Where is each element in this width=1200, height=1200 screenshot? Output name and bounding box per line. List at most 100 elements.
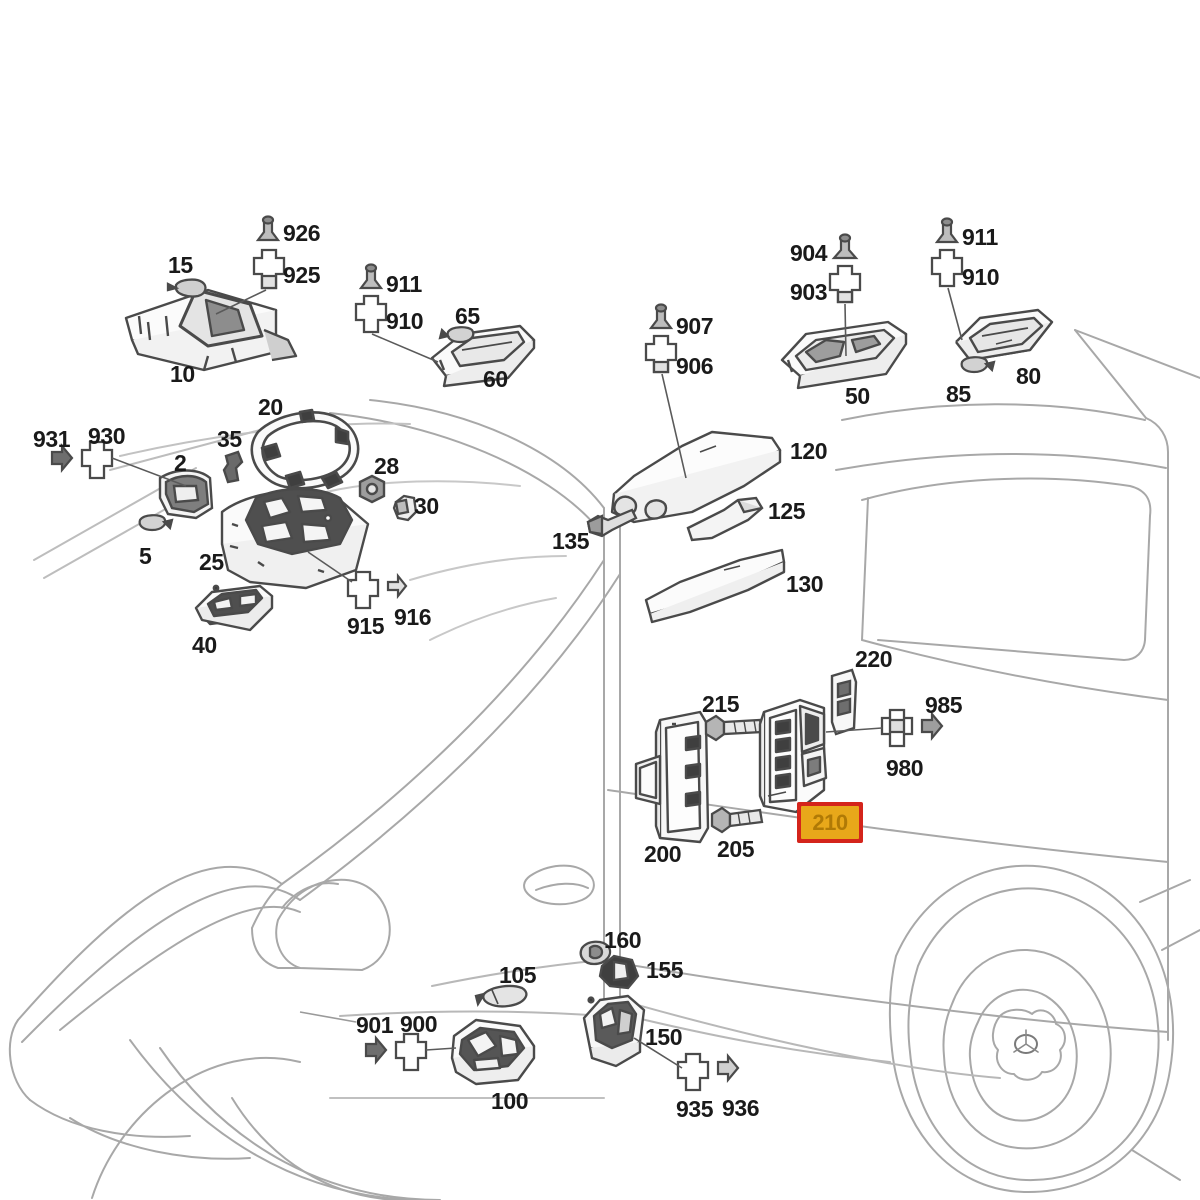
part-label-28: 28 xyxy=(374,453,399,479)
part-label-926: 926 xyxy=(283,220,321,246)
part-125-rod xyxy=(686,496,764,542)
part-25-overhead-control-panel xyxy=(220,487,370,590)
part-931-terminal xyxy=(50,442,74,474)
leader-906 xyxy=(661,373,687,479)
part-910-connector-left xyxy=(354,294,388,334)
part-label-5: 5 xyxy=(139,543,152,569)
part-904-pin xyxy=(831,233,859,260)
part-100-switch xyxy=(450,1018,536,1086)
part-label-160: 160 xyxy=(604,927,642,953)
part-label-903: 903 xyxy=(790,279,828,305)
part-916-terminal xyxy=(386,572,408,600)
part-985-terminal xyxy=(920,710,944,742)
part-label-50: 50 xyxy=(845,383,870,409)
part-label-135: 135 xyxy=(552,528,590,554)
part-label-907: 907 xyxy=(676,313,714,339)
leader-903 xyxy=(844,303,847,357)
part-130-trim-strip xyxy=(644,548,786,624)
highlight-inner-fill: 210 xyxy=(801,806,859,839)
part-label-916: 916 xyxy=(394,604,432,630)
part-910-connector-right xyxy=(930,248,964,288)
part-936-terminal xyxy=(716,1052,740,1084)
part-label-15: 15 xyxy=(168,252,193,278)
part-label-105: 105 xyxy=(499,962,537,988)
part-label-215: 215 xyxy=(702,691,740,717)
leader-935 xyxy=(633,1037,683,1069)
part-label-985: 985 xyxy=(925,692,963,718)
part-label-935: 935 xyxy=(676,1096,714,1122)
leader-900 xyxy=(425,1047,457,1051)
vehicle-body-outline xyxy=(8,329,1200,1200)
part-label-936: 936 xyxy=(722,1095,760,1121)
leader-930 xyxy=(111,457,187,487)
part-907-pin xyxy=(648,303,674,330)
leader-910-left xyxy=(371,333,439,363)
part-label-120: 120 xyxy=(790,438,828,464)
part-50-roof-lamp xyxy=(780,320,908,390)
part-935-connector xyxy=(676,1052,710,1092)
part-label-150: 150 xyxy=(645,1024,683,1050)
part-980-connector xyxy=(880,708,914,748)
leader-915 xyxy=(307,551,353,583)
part-label-910-left: 910 xyxy=(386,308,424,334)
part-label-911-left: 911 xyxy=(386,271,422,297)
part-label-20: 20 xyxy=(258,394,283,420)
part-label-85: 85 xyxy=(946,381,971,407)
part-label-60: 60 xyxy=(483,366,508,392)
part-60-roof-lamp xyxy=(430,324,536,388)
part-label-904: 904 xyxy=(790,240,828,266)
part-label-130: 130 xyxy=(786,571,824,597)
part-903-connector xyxy=(828,264,862,304)
part-label-915: 915 xyxy=(347,613,385,639)
part-label-155: 155 xyxy=(646,957,684,983)
part-200-module-bracket xyxy=(634,710,710,844)
part-label-65-left: 65 xyxy=(455,303,480,329)
part-220-bracket xyxy=(830,668,858,736)
part-label-980: 980 xyxy=(886,755,924,781)
part-925-connector xyxy=(252,248,286,290)
part-label-910-right: 910 xyxy=(962,264,1000,290)
leader-910-right xyxy=(947,287,963,341)
part-900-connector xyxy=(394,1032,428,1072)
leader-925 xyxy=(215,289,267,315)
part-65-bulb-left xyxy=(438,326,475,344)
part-label-35: 35 xyxy=(217,426,242,452)
highlighted-part-callout-210[interactable]: 210 xyxy=(797,802,863,843)
leader-980 xyxy=(825,727,883,733)
part-5-bulb xyxy=(138,514,174,532)
part-205-screw xyxy=(710,806,764,834)
part-label-200: 200 xyxy=(644,841,682,867)
part-155-bulb xyxy=(598,954,640,990)
part-label-911-right: 911 xyxy=(962,224,998,250)
part-85-bulb-right xyxy=(960,356,996,374)
part-901-terminal xyxy=(364,1034,388,1066)
part-40-lamp xyxy=(194,584,274,632)
part-105-bulb xyxy=(474,984,528,1008)
leader-901-body xyxy=(299,1011,357,1023)
part-label-10: 10 xyxy=(170,361,195,387)
part-930-connector xyxy=(80,440,114,480)
part-911-pin-right xyxy=(934,217,960,244)
part-215-screw xyxy=(704,714,764,742)
part-135-screw xyxy=(586,508,638,538)
part-906-connector xyxy=(644,334,678,374)
part-label-100: 100 xyxy=(491,1088,529,1114)
highlight-label-210: 210 xyxy=(812,809,848,835)
part-28-nut xyxy=(358,474,386,504)
part-label-906: 906 xyxy=(676,353,714,379)
part-label-80: 80 xyxy=(1016,363,1041,389)
part-label-125: 125 xyxy=(768,498,806,524)
part-2-trim-cover xyxy=(158,469,214,520)
part-926-pin xyxy=(255,215,281,242)
part-label-25: 25 xyxy=(199,549,224,575)
part-915-connector xyxy=(346,570,380,610)
part-10-overhead-console xyxy=(124,288,298,372)
part-15-bulb xyxy=(166,278,207,298)
part-label-205: 205 xyxy=(717,836,755,862)
part-911-pin-left xyxy=(358,263,384,290)
part-label-220: 220 xyxy=(855,646,893,672)
part-20-console-frame xyxy=(250,408,360,490)
part-label-930: 930 xyxy=(88,423,126,449)
